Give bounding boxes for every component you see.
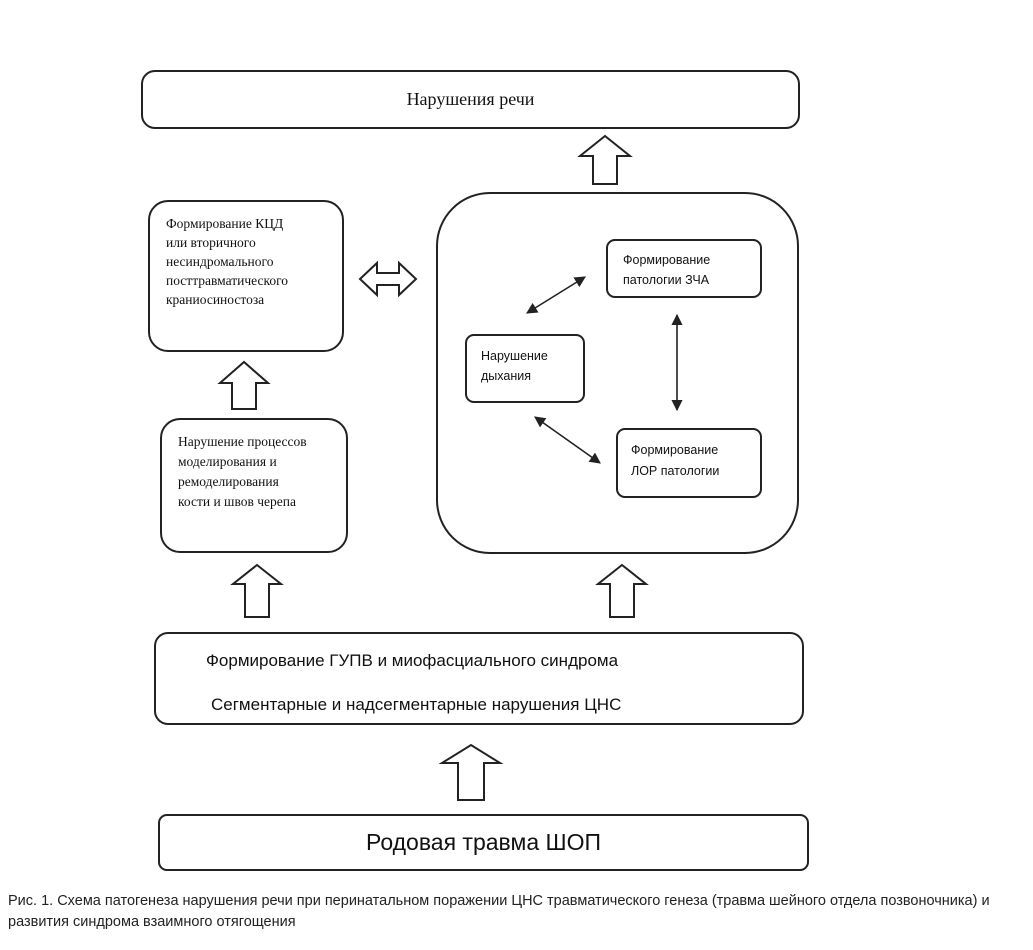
breathing-disorder-box: Нарушение дыхания — [465, 334, 585, 403]
up-arrow-to-bone-box — [230, 563, 284, 618]
up-arrow-to-kcd-box — [217, 360, 271, 410]
up-arrow-to-pathology-container — [595, 563, 649, 618]
zca-pathology-label: Формирование патологии ЗЧА — [623, 253, 711, 287]
kcd-craniosynostosis-box: Формирование КЦД или вторичного несиндро… — [148, 200, 344, 352]
birth-trauma-box: Родовая травма ШОП — [158, 814, 809, 871]
gupv-line-1: Формирование ГУПВ и миофасциального синд… — [206, 651, 619, 670]
bidirectional-hollow-arrow — [358, 260, 418, 298]
birth-trauma-label: Родовая травма ШОП — [366, 829, 601, 855]
bone-remodeling-box: Нарушение процессов моделирования и ремо… — [160, 418, 348, 553]
bone-remodeling-label: Нарушение процессов моделирования и ремо… — [178, 434, 307, 509]
kcd-craniosynostosis-label: Формирование КЦД или вторичного несиндро… — [166, 216, 289, 307]
ent-pathology-box: Формирование ЛОР патологии — [616, 428, 762, 498]
speech-disorders-box: Нарушения речи — [141, 70, 800, 129]
figure-caption: Рис. 1. Схема патогенеза нарушения речи … — [8, 893, 990, 930]
arrow-breathing-ent — [534, 416, 601, 464]
zca-pathology-box: Формирование патологии ЗЧА — [606, 239, 762, 298]
up-arrow-to-speech-box — [577, 134, 633, 185]
breathing-disorder-label: Нарушение дыхания — [481, 349, 548, 383]
gupv-myofascial-box: Формирование ГУПВ и миофасциального синд… — [154, 632, 804, 725]
ent-pathology-label: Формирование ЛОР патологии — [631, 443, 720, 478]
arrow-breathing-zca — [526, 276, 586, 314]
speech-disorders-label: Нарушения речи — [406, 89, 535, 109]
up-arrow-from-birth-trauma — [438, 743, 504, 801]
gupv-line-2: Сегментарные и надсегментарные нарушения… — [211, 695, 622, 714]
